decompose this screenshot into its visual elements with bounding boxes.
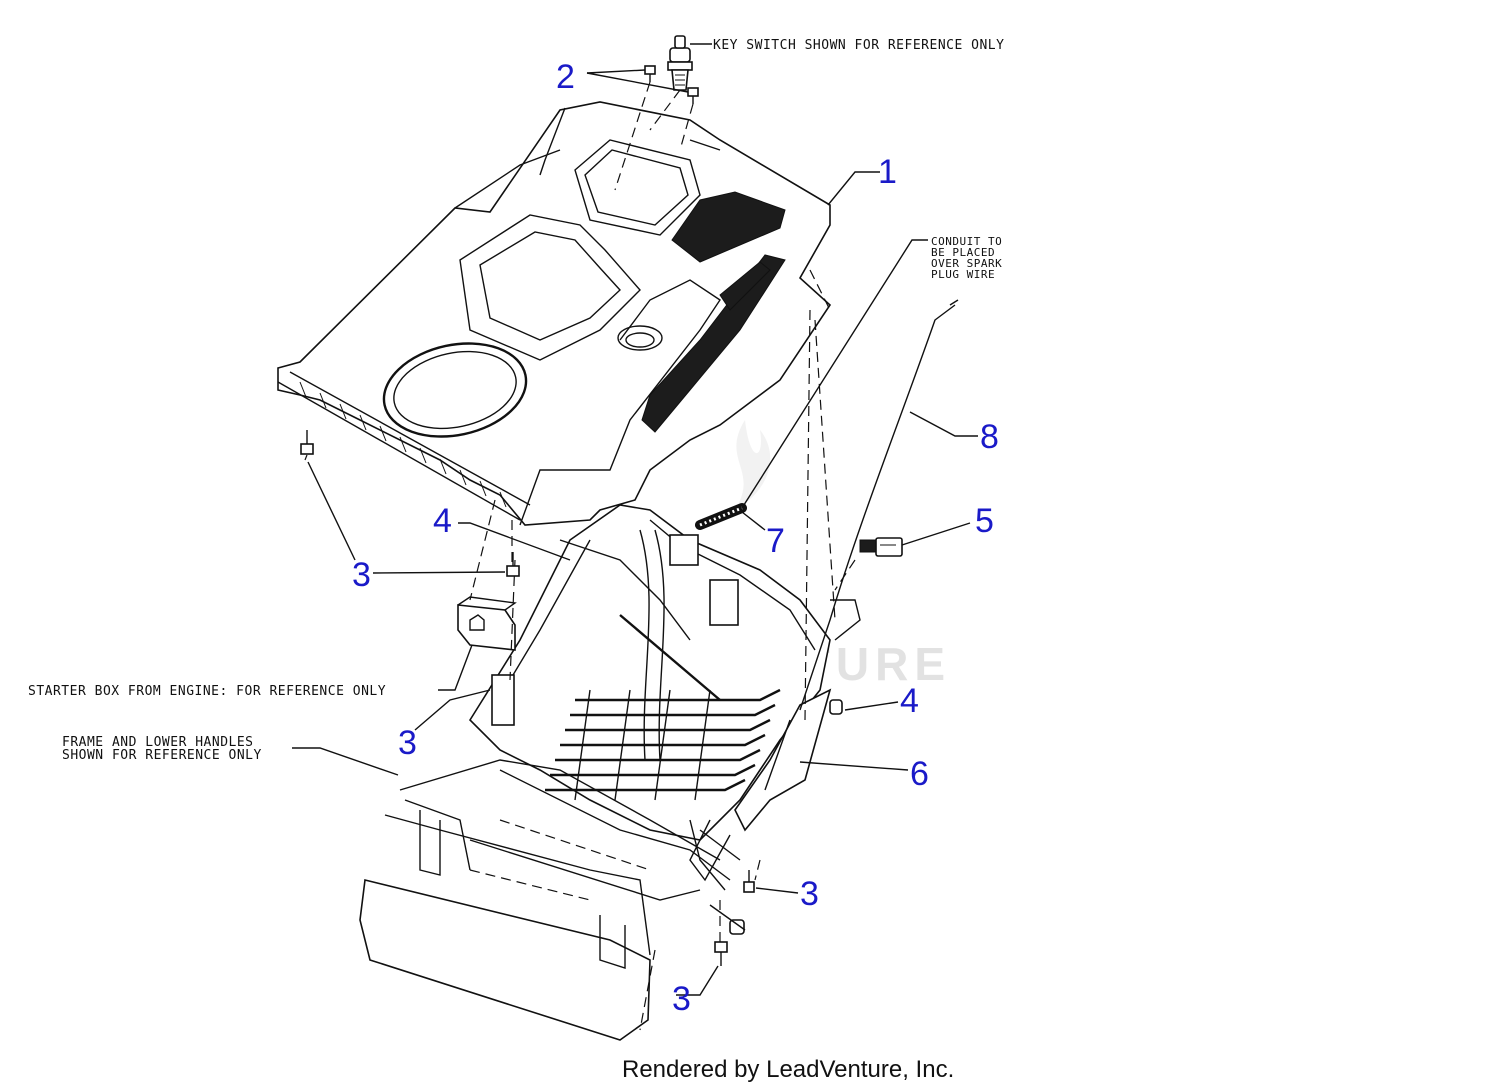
cover-cup-holder (617, 325, 663, 351)
note-conduit: CONDUIT TO BE PLACED OVER SPARK PLUG WIR… (931, 235, 1002, 281)
key-switch (667, 35, 693, 91)
starter-box (457, 596, 517, 651)
cover-ribs (299, 381, 507, 508)
note-frame-line2: SHOWN FOR REFERENCE ONLY (62, 748, 262, 763)
control-cable (799, 299, 959, 711)
screw-3b (506, 552, 520, 577)
callout-8: 8 (980, 418, 999, 456)
frame-block-top (669, 534, 699, 566)
watermark-flame-logo (735, 420, 771, 510)
frame-block-right (709, 579, 739, 626)
callout-1: 1 (878, 153, 897, 191)
leader-lines (292, 171, 978, 996)
callout-3-top: 3 (352, 556, 371, 594)
grate-bars (545, 614, 781, 801)
callout-3-starter: 3 (398, 724, 417, 762)
lower-frame-handles (359, 759, 746, 1041)
note-frame: FRAME AND LOWER HANDLES SHOWN FOR REFERE… (62, 735, 262, 763)
callout-2: 2 (556, 58, 575, 96)
screw-3d (714, 941, 728, 966)
screw-3c (743, 870, 755, 893)
nut-4-right (829, 699, 843, 715)
side-bracket (734, 599, 861, 832)
callout-4-left: 4 (433, 502, 452, 540)
screw-3a (300, 430, 314, 455)
spark-conduit (695, 503, 747, 530)
callout-7: 7 (766, 522, 785, 560)
note-key-switch: KEY SWITCH SHOWN FOR REFERENCE ONLY (713, 38, 1004, 53)
honeycomb-vent-top (671, 191, 786, 263)
honeycomb-vent-side (641, 254, 786, 433)
callout-4-right: 4 (900, 682, 919, 720)
callout-3-bottom: 3 (672, 980, 691, 1018)
alignment-lines (304, 269, 836, 1031)
note-starter-box: STARTER BOX FROM ENGINE: FOR REFERENCE O… (28, 684, 386, 699)
note-frame-line1: FRAME AND LOWER HANDLES (62, 735, 254, 750)
frame-block-left (491, 674, 515, 726)
connector (834, 537, 903, 591)
note-conduit-line1: CONDUIT TO (931, 235, 1002, 248)
screw-2b (687, 87, 699, 104)
callout-5: 5 (975, 502, 994, 540)
note-conduit-line2: BE PLACED (931, 246, 995, 259)
callout-6: 6 (910, 755, 929, 793)
shroud-cover (277, 101, 832, 526)
callout-3-lower-right: 3 (800, 875, 819, 913)
footer-credit: Rendered by LeadVenture, Inc. (622, 1056, 954, 1083)
note-conduit-line4: PLUG WIRE (931, 268, 995, 281)
screw-2a (644, 65, 656, 82)
honeycomb-vent-small (719, 261, 771, 311)
cover-round-opening (382, 342, 528, 438)
note-conduit-line3: OVER SPARK (931, 257, 1002, 270)
